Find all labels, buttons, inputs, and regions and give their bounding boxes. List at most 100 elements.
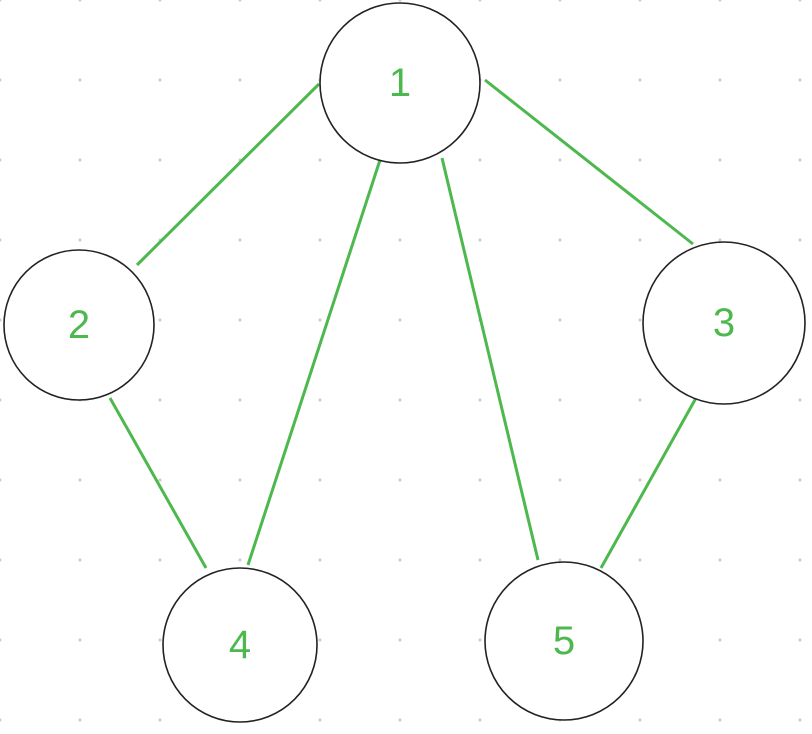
grid-dot <box>558 478 562 482</box>
grid-dot <box>718 0 722 2</box>
grid-dot <box>398 558 402 562</box>
grid-dot <box>558 318 562 322</box>
grid-dot <box>318 158 322 162</box>
grid-dot <box>558 158 562 162</box>
grid-dot <box>718 158 722 162</box>
grid-dot <box>0 318 2 322</box>
grid-dot <box>0 238 2 242</box>
grid-dot <box>318 638 322 642</box>
grid-dot <box>0 558 2 562</box>
grid-dot <box>398 638 402 642</box>
grid-dot <box>478 558 482 562</box>
grid-dot <box>638 78 642 82</box>
node-2[interactable]: 2 <box>3 249 155 401</box>
grid-dot <box>638 158 642 162</box>
grid-dot <box>398 318 402 322</box>
grid-dot <box>0 398 2 402</box>
grid-dot <box>78 478 82 482</box>
edge-1-5 <box>440 157 540 561</box>
grid-dot <box>238 478 242 482</box>
grid-dot <box>318 318 322 322</box>
grid-dot <box>158 0 162 2</box>
grid-dot <box>318 0 322 2</box>
grid-dot <box>478 478 482 482</box>
grid-dot <box>0 718 2 722</box>
grid-dot <box>158 158 162 162</box>
grid-dot <box>798 558 802 562</box>
edge-2-4 <box>108 397 208 569</box>
grid-dot <box>558 78 562 82</box>
grid-dot <box>0 638 2 642</box>
grid-dot <box>638 318 642 322</box>
edges <box>108 78 698 569</box>
edge-3-5 <box>599 397 698 569</box>
node-circle <box>642 241 806 405</box>
grid-dot <box>0 478 2 482</box>
grid-dot <box>638 718 642 722</box>
grid-dot <box>0 0 2 2</box>
grid-dot <box>158 398 162 402</box>
node-circle <box>319 2 481 164</box>
grid-dot <box>798 478 802 482</box>
grid-dot <box>558 0 562 2</box>
nodes: 1 2 3 4 5 <box>3 2 806 723</box>
grid-dot <box>238 78 242 82</box>
grid-dot <box>318 558 322 562</box>
grid-dot <box>158 318 162 322</box>
node-3[interactable]: 3 <box>642 241 806 405</box>
grid-dot <box>478 398 482 402</box>
grid-dot <box>78 78 82 82</box>
node-circle <box>484 561 644 721</box>
grid-dot <box>78 718 82 722</box>
grid-dot <box>718 478 722 482</box>
node-1[interactable]: 1 <box>319 2 481 164</box>
grid-dot <box>318 398 322 402</box>
grid-dot <box>558 558 562 562</box>
grid-dot <box>798 158 802 162</box>
edge-1-2 <box>135 82 321 267</box>
node-label: 1 <box>389 61 411 105</box>
grid-dot <box>398 718 402 722</box>
grid-dot <box>238 398 242 402</box>
grid-dot <box>158 558 162 562</box>
grid-dot <box>718 78 722 82</box>
grid-dot <box>78 0 82 2</box>
grid-dot <box>158 638 162 642</box>
grid-dot <box>478 0 482 2</box>
grid-dot <box>78 238 82 242</box>
node-5[interactable]: 5 <box>484 561 644 721</box>
grid-dot <box>478 718 482 722</box>
grid-dot <box>798 238 802 242</box>
grid-dot <box>638 0 642 2</box>
grid-dot <box>638 398 642 402</box>
edge-1-3 <box>484 78 694 246</box>
node-label: 5 <box>553 619 575 663</box>
grid-dot <box>478 638 482 642</box>
grid-dot <box>318 478 322 482</box>
grid-dot <box>398 0 402 2</box>
edge-1-4 <box>246 159 382 566</box>
node-label: 4 <box>229 623 251 667</box>
grid-dot <box>158 78 162 82</box>
grid-dot <box>398 238 402 242</box>
grid-dot <box>238 238 242 242</box>
grid-dot <box>318 238 322 242</box>
node-label: 3 <box>713 301 735 345</box>
grid-dot <box>558 238 562 242</box>
grid-dot <box>158 478 162 482</box>
grid-dot <box>798 0 802 2</box>
grid-dot <box>718 718 722 722</box>
grid-dot <box>638 478 642 482</box>
grid-dot <box>398 478 402 482</box>
node-circle <box>3 249 155 401</box>
grid-dot <box>718 558 722 562</box>
grid-dot <box>718 638 722 642</box>
grid-dot <box>478 158 482 162</box>
node-4[interactable]: 4 <box>162 567 318 723</box>
grid-dot <box>638 558 642 562</box>
grid-dot <box>0 78 2 82</box>
grid-dot <box>318 718 322 722</box>
node-label: 2 <box>68 303 90 347</box>
grid-dot <box>478 238 482 242</box>
